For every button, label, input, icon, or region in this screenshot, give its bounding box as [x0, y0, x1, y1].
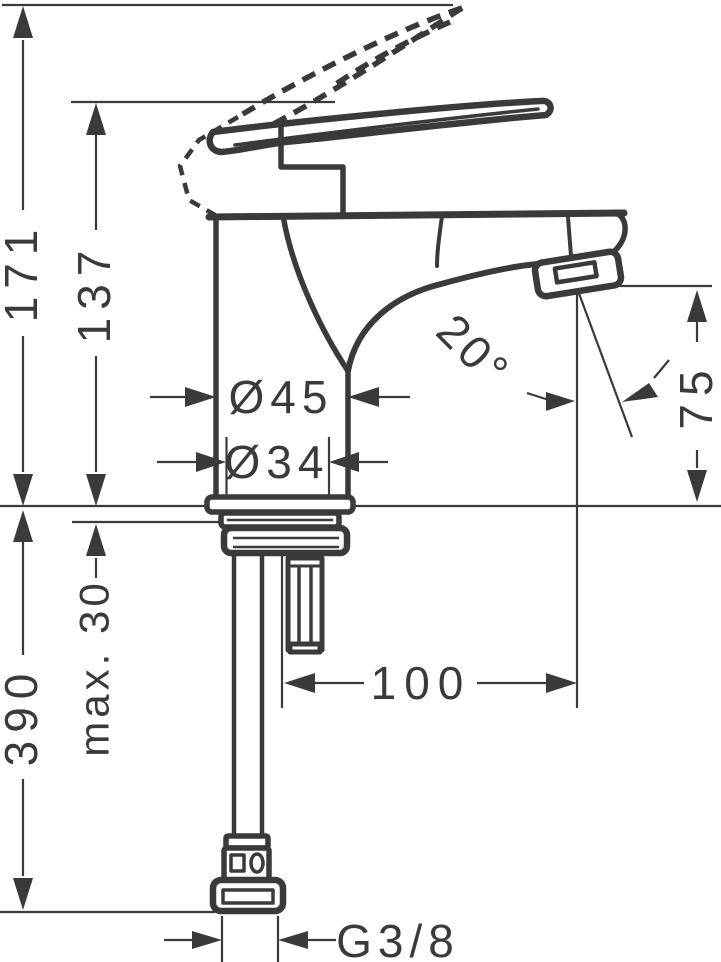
arrow-up-icon: [13, 510, 33, 542]
spout-aerator: [531, 248, 625, 300]
body-front-curve: [281, 218, 351, 374]
reference-lines: [0, 3, 721, 962]
label-total-height: 171: [0, 222, 47, 323]
faucet-outline: [177, 5, 628, 915]
label-hose-length: 390: [0, 666, 47, 767]
spout-body: [205, 209, 628, 502]
nut-lines: [233, 536, 339, 549]
ref-line-spray-angle: [575, 287, 634, 438]
dim-shank-diameter: Ø34: [157, 436, 388, 488]
label-reach: 100: [371, 657, 472, 709]
dim-thread: G3/8: [164, 915, 460, 962]
aerator-window: [552, 260, 599, 285]
arrow-up-icon: [86, 524, 106, 556]
arrow-down-icon: [687, 470, 707, 502]
dashed-lever-front: [177, 115, 240, 217]
label-spout-height: 137: [68, 243, 120, 344]
arrow-down-left-icon: [622, 383, 658, 402]
hose-connector: [209, 833, 287, 915]
stud-thread-lines: [297, 566, 313, 646]
stud-end-cap: [287, 641, 323, 655]
collar-top: [205, 209, 628, 221]
dashed-lever-mid: [328, 19, 452, 91]
arrow-left-icon: [284, 673, 315, 693]
handle-raised-dashed: [177, 5, 464, 217]
label-spray-angle: 20°: [427, 304, 521, 398]
thread-nut-slot: [221, 888, 275, 905]
arrow-up-icon: [13, 6, 33, 38]
arrow-right-icon: [185, 387, 216, 407]
dashed-lever-top: [236, 5, 463, 120]
lever-inner-line: [233, 107, 540, 147]
mounting-hardware: [204, 494, 356, 655]
seam-front: [435, 214, 444, 268]
arrow-left-icon: [348, 387, 379, 407]
lever-neck: [278, 123, 346, 217]
arrow-right-icon: [196, 452, 226, 472]
connector-oval: [249, 852, 265, 874]
leader-right: [653, 359, 670, 379]
dim-hose-length: 390: [0, 510, 47, 910]
arrow-right-icon: [546, 673, 577, 693]
seam-rear: [566, 215, 573, 258]
mounting-nut: [220, 524, 351, 557]
dim-mounting-thickness: max. 30: [71, 524, 118, 757]
arrow-down-icon: [86, 474, 106, 506]
label-thread: G3/8: [336, 915, 460, 962]
handle-lever: [206, 97, 554, 217]
arrow-up-icon: [86, 103, 106, 135]
leader-left: [526, 391, 550, 402]
label-mounting-thickness: max. 30: [71, 579, 118, 756]
spout-underside-curve: [345, 261, 540, 374]
stud-body: [285, 555, 325, 653]
dim-spray-angle: 20°: [427, 304, 670, 411]
arrow-right-icon: [546, 392, 575, 411]
arrow-up-icon: [687, 290, 707, 322]
label-shank-diameter: Ø34: [225, 436, 330, 488]
arrow-left-icon: [329, 452, 359, 472]
arrow-down-icon: [13, 474, 33, 506]
dim-outlet-height: 75: [670, 290, 721, 502]
dim-reach: 100: [284, 657, 577, 709]
arrow-right-icon: [192, 931, 222, 949]
dim-total-height: 171: [0, 6, 47, 506]
base-flange: [204, 494, 356, 515]
hose-edges: [231, 550, 265, 839]
dim-body-diameter: Ø45: [150, 371, 410, 423]
dim-spout-height: 137: [68, 103, 120, 506]
supply-hose: [231, 550, 265, 839]
label-body-diameter: Ø45: [229, 371, 334, 423]
connector-notch: [229, 853, 246, 873]
label-outlet-height: 75: [670, 362, 721, 429]
arrow-down-icon: [13, 878, 33, 910]
dashed-lever-bottom: [258, 5, 464, 134]
threaded-stud: [285, 555, 325, 655]
arrow-left-icon: [278, 931, 308, 949]
